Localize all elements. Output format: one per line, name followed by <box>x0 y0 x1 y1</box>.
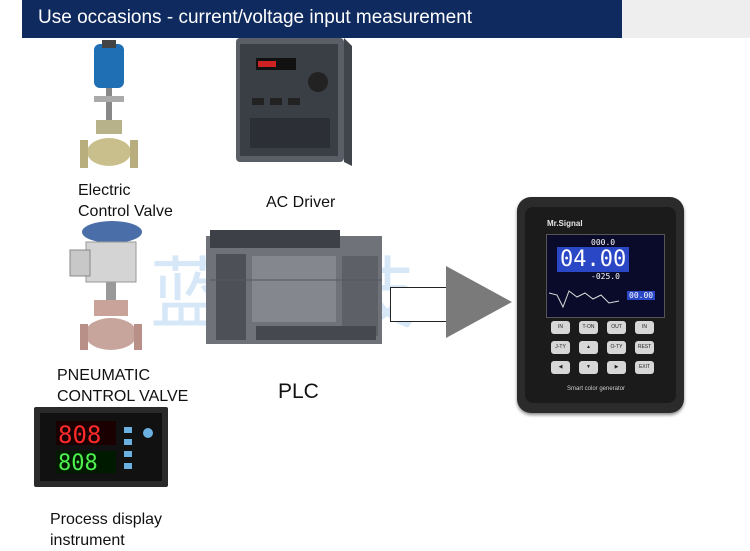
key-right-icon[interactable]: ▶ <box>607 361 626 374</box>
title-banner: Use occasions - current/voltage input me… <box>22 0 622 38</box>
svg-text:808: 808 <box>58 451 98 476</box>
generator-footer: Smart color generator <box>567 386 626 392</box>
ac-driver-image <box>236 38 352 166</box>
arrow-head-icon <box>446 266 512 338</box>
electric-valve-label: Electric Control Valve <box>78 180 173 222</box>
key-in-right[interactable]: IN <box>635 321 654 334</box>
process-display-label-line2: instrument <box>50 532 125 549</box>
banner-extension <box>622 0 750 38</box>
generator-top-value: 000.0 <box>591 238 616 247</box>
generator-mid-value: -025.0 <box>591 272 620 281</box>
process-display-instrument-image: 808 808 <box>34 407 168 487</box>
key-t-on[interactable]: T-ON <box>579 321 598 334</box>
pneumatic-control-valve-image <box>69 221 142 350</box>
process-display-label-line1: Process display <box>50 511 163 528</box>
key-exit[interactable]: EXIT <box>635 361 654 374</box>
key-in-left[interactable]: IN <box>551 321 570 334</box>
generator-brand: Mr.Signal <box>547 219 583 228</box>
svg-text:808: 808 <box>58 421 101 449</box>
process-display-label: Process display instrument <box>50 509 162 551</box>
generator-main-value: 04.00 <box>557 247 630 272</box>
key-j-ty[interactable]: J-TY <box>551 341 570 354</box>
generator-screen: 000.0 04.00 -025.0 00.00 <box>546 234 665 318</box>
page-title: Use occasions - current/voltage input me… <box>38 7 473 28</box>
pneumatic-valve-label-line2: CONTROL VALVE <box>57 388 189 405</box>
key-o-ty[interactable]: O-TY <box>607 341 626 354</box>
generator-small-value: 00.00 <box>627 291 656 300</box>
key-rest[interactable]: REST <box>635 341 654 354</box>
electric-control-valve-image <box>80 40 138 168</box>
key-out[interactable]: OUT <box>607 321 626 334</box>
pneumatic-valve-label: PNEUMATIC CONTROL VALVE <box>57 365 188 407</box>
plc-label: PLC <box>278 380 319 403</box>
key-up-icon[interactable]: ▲ <box>579 341 598 354</box>
generator-waveform <box>549 290 620 309</box>
electric-valve-label-line1: Electric <box>78 182 131 199</box>
electric-valve-label-line2: Control Valve <box>78 203 173 220</box>
arrow-shaft <box>390 287 446 322</box>
ac-driver-label: AC Driver <box>266 194 336 211</box>
plc-image <box>206 230 382 344</box>
pneumatic-valve-label-line1: PNEUMATIC <box>57 367 151 384</box>
key-left-icon[interactable]: ◀ <box>551 361 570 374</box>
key-down-icon[interactable]: ▼ <box>579 361 598 374</box>
signal-generator-device: Mr.Signal 000.0 04.00 -025.0 00.00 IN T-… <box>517 197 684 413</box>
